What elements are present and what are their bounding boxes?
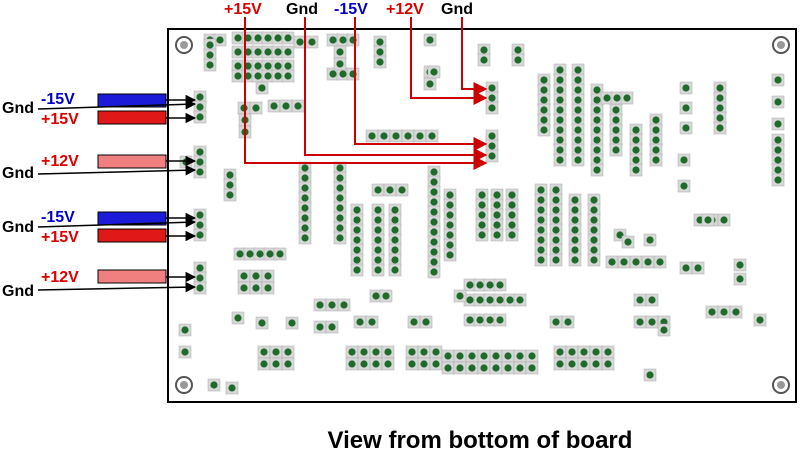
left-label-pos15-2: +15V [41,229,79,246]
left-label-gnd-3: Gnd [2,219,34,236]
left-labels: Gnd -15V +15V +12V Gnd Gnd -15V +15V +12… [2,91,79,300]
top-label-gnd-2: Gnd [441,1,473,18]
top-label-gnd-1: Gnd [286,1,318,18]
left-label-gnd-1: Gnd [2,100,34,117]
top-label-pos12: +12V [386,1,424,18]
left-label-pos12-2: +12V [41,269,79,286]
component-pads [178,31,785,395]
top-label-pos15: +15V [224,1,262,18]
left-label-pos15-1: +15V [41,111,79,128]
top-labels: +15V Gnd -15V +12V Gnd [224,1,473,18]
left-label-neg15-2: -15V [41,209,75,226]
wire-bar-pos15-1 [97,110,167,125]
top-connection-lines [244,17,488,170]
mounting-holes [175,36,790,394]
wire-bar-pos12-1 [97,154,167,169]
left-label-pos12-1: +12V [41,153,79,170]
left-label-gnd-4: Gnd [2,283,34,300]
wire-bars [97,93,167,284]
left-arrows [37,94,197,293]
left-label-neg15-1: -15V [41,91,75,108]
wire-bar-pos12-2 [97,269,167,284]
wire-bar-pos15-2 [97,228,167,243]
top-label-neg15: -15V [334,1,368,18]
left-label-gnd-2: Gnd [2,165,34,182]
caption: View from bottom of board [328,427,633,452]
